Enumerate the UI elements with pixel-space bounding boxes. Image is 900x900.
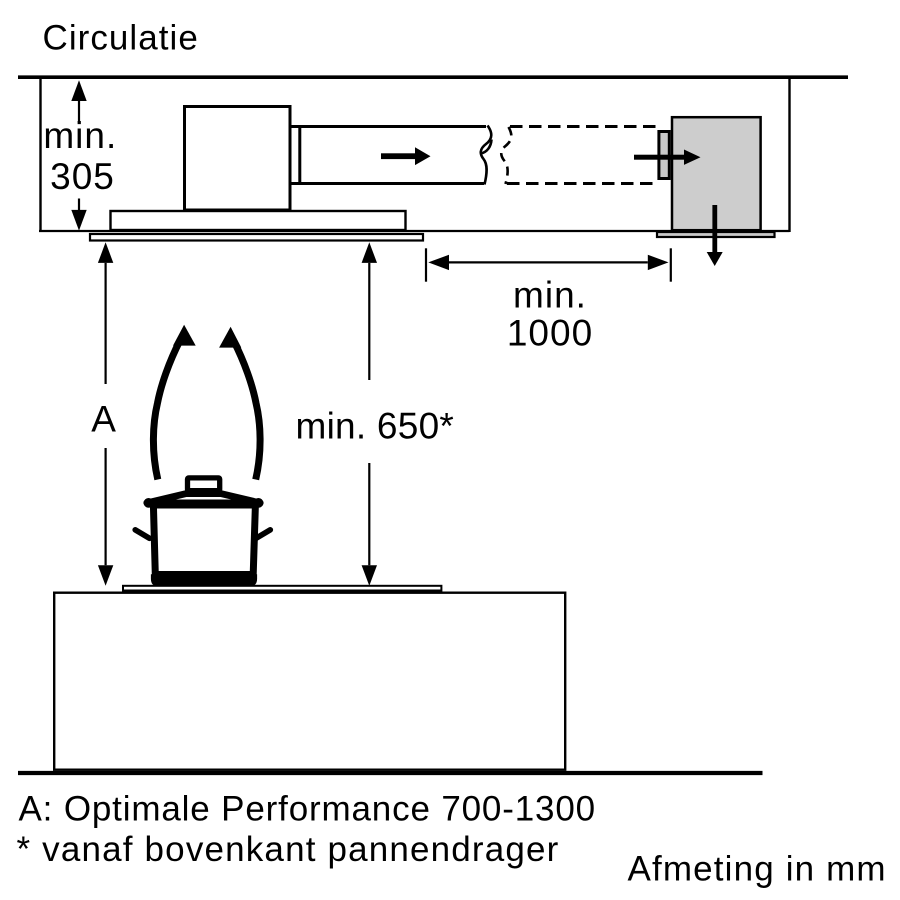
svg-text:* vanaf bovenkant pannendrager: * vanaf bovenkant pannendrager	[17, 830, 560, 869]
svg-text:min. 650*: min. 650*	[296, 406, 455, 447]
svg-text:A: Optimale Performance 700-13: A: Optimale Performance 700-1300	[19, 790, 596, 829]
svg-text:min.: min.	[43, 115, 117, 156]
svg-text:Afmeting in mm: Afmeting in mm	[628, 850, 887, 889]
svg-text:min.: min.	[513, 275, 587, 316]
svg-text:A: A	[91, 398, 116, 439]
svg-text:Circulatie: Circulatie	[43, 18, 199, 57]
svg-text:1000: 1000	[507, 313, 593, 354]
svg-text:305: 305	[50, 156, 115, 197]
